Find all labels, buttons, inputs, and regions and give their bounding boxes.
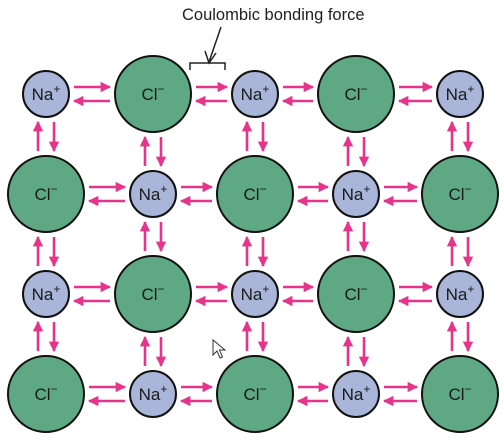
chloride-ion: Cl− (421, 155, 499, 233)
bracket-leader-line (208, 26, 222, 63)
sodium-ion: Na+ (129, 170, 177, 218)
chloride-ion-circle (421, 155, 499, 233)
mouse-pointer-icon (212, 338, 227, 359)
caption-coulombic-bonding-force: Coulombic bonding force (182, 6, 365, 24)
sodium-ion-label: Na+ (241, 82, 270, 104)
sodium-ion: Na+ (231, 70, 279, 118)
chloride-ion: Cl− (317, 55, 395, 133)
chloride-ion-label: Cl− (448, 182, 471, 204)
chloride-ion-label: Cl− (141, 82, 164, 104)
sodium-ion: Na+ (332, 370, 380, 418)
chloride-ion-circle (114, 55, 192, 133)
chloride-ion: Cl− (317, 255, 395, 333)
sodium-ion-circle (231, 70, 279, 118)
chloride-ion-circle (114, 255, 192, 333)
chloride-ion-circle (7, 355, 85, 433)
sodium-ion-circle (129, 170, 177, 218)
chloride-ion-circle (7, 155, 85, 233)
sodium-ion-label: Na+ (446, 82, 475, 104)
bracket-pointer (189, 62, 226, 70)
chloride-ion-circle (317, 55, 395, 133)
sodium-ion-label: Na+ (32, 282, 61, 304)
sodium-ion-label: Na+ (241, 282, 270, 304)
chloride-ion: Cl− (216, 155, 294, 233)
sodium-ion: Na+ (129, 370, 177, 418)
sodium-ion-circle (332, 370, 380, 418)
bracket-leader-head (204, 50, 217, 65)
chloride-ion-label: Cl− (344, 82, 367, 104)
sodium-ion-label: Na+ (32, 82, 61, 104)
sodium-ion: Na+ (231, 270, 279, 318)
sodium-ion: Na+ (22, 270, 70, 318)
chloride-ion: Cl− (421, 355, 499, 433)
sodium-ion-label: Na+ (342, 182, 371, 204)
chloride-ion: Cl− (216, 355, 294, 433)
sodium-ion-circle (22, 70, 70, 118)
chloride-ion-label: Cl− (243, 182, 266, 204)
sodium-ion: Na+ (332, 170, 380, 218)
chloride-ion-label: Cl− (34, 382, 57, 404)
chloride-ion: Cl− (114, 55, 192, 133)
chloride-ion-label: Cl− (344, 282, 367, 304)
chloride-ion: Cl− (7, 155, 85, 233)
chloride-ion: Cl− (7, 355, 85, 433)
sodium-ion-label: Na+ (446, 282, 475, 304)
ions-layer: Na+ Cl− Na+ Cl− Na+ Cl− Na+ Cl− Na+ Cl− Na+ Cl− Na+ C… (7, 55, 499, 433)
sodium-ion-label: Na+ (139, 382, 168, 404)
sodium-ion-label: Na+ (342, 382, 371, 404)
sodium-ion: Na+ (22, 70, 70, 118)
sodium-ion-label: Na+ (139, 182, 168, 204)
sodium-ion: Na+ (436, 270, 484, 318)
chloride-ion-label: Cl− (141, 282, 164, 304)
chloride-ion-circle (216, 155, 294, 233)
sodium-ion-circle (436, 70, 484, 118)
chloride-ion-label: Cl− (34, 182, 57, 204)
chloride-ion-label: Cl− (448, 382, 471, 404)
sodium-ion: Na+ (436, 70, 484, 118)
sodium-ion-circle (332, 170, 380, 218)
sodium-ion-circle (129, 370, 177, 418)
chloride-ion-circle (216, 355, 294, 433)
sodium-ion-circle (436, 270, 484, 318)
chloride-ion-label: Cl− (243, 382, 266, 404)
chloride-ion-circle (421, 355, 499, 433)
sodium-ion-circle (231, 270, 279, 318)
bond-arrows (32, 81, 474, 407)
chloride-ion-circle (317, 255, 395, 333)
chloride-ion: Cl− (114, 255, 192, 333)
sodium-ion-circle (22, 270, 70, 318)
